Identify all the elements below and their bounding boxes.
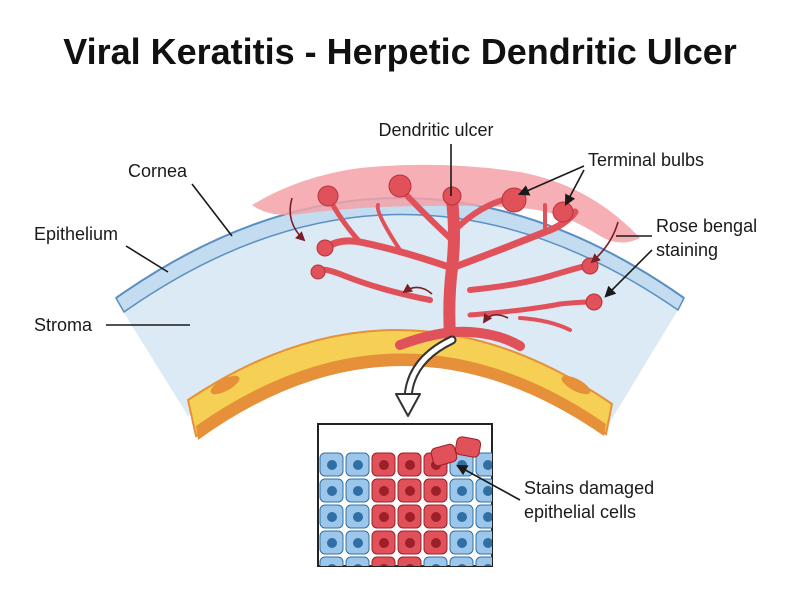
leader-rose-bengal-2 (604, 249, 653, 298)
label-rose-bengal-line1: Rose bengal (656, 216, 757, 236)
endothelium-orange-band (196, 353, 606, 440)
healthy-cell (449, 556, 474, 566)
healthy-cell-nucleus (328, 564, 336, 566)
healthy-cell-nucleus (353, 512, 363, 522)
healthy-cell-nucleus (457, 486, 467, 496)
damaged-cell-nucleus (379, 538, 389, 548)
damaged-cell-nucleus (405, 460, 415, 470)
label-stroma: Stroma (34, 315, 93, 335)
terminal-bulb (388, 174, 412, 198)
damaged-cell-nucleus (406, 564, 414, 566)
healthy-cell-nucleus (354, 564, 362, 566)
healthy-cell-nucleus (353, 538, 363, 548)
damaged-cell-nucleus (379, 512, 389, 522)
healthy-cell-nucleus (483, 486, 492, 496)
healthy-cell-nucleus (483, 460, 492, 470)
healthy-cell-nucleus (483, 538, 492, 548)
leader-stains (456, 464, 521, 501)
healthy-cell-nucleus (432, 564, 440, 566)
healthy-cell-nucleus (353, 486, 363, 496)
damaged-cell-nucleus (379, 486, 389, 496)
damaged-cell-nucleus (405, 486, 415, 496)
label-cornea: Cornea (128, 161, 188, 181)
endothelial-nucleus (210, 375, 240, 395)
healthy-cell-nucleus (327, 512, 337, 522)
label-terminal-bulbs: Terminal bulbs (588, 150, 704, 170)
terminal-bulb (501, 187, 527, 213)
damaged-cell-nucleus (405, 512, 415, 522)
terminal-bulb (442, 186, 462, 206)
healthy-cell-nucleus (458, 564, 466, 566)
healthy-cell-nucleus (327, 460, 337, 470)
healthy-cell-nucleus (327, 538, 337, 548)
terminal-bulb (581, 257, 599, 275)
healthy-cell-nucleus (483, 512, 492, 522)
terminal-bulbs (310, 174, 603, 311)
damaged-cell (397, 556, 422, 566)
healthy-cell (423, 556, 448, 566)
leader-terminal-bulbs-2 (564, 169, 585, 206)
damaged-cell-nucleus (431, 538, 441, 548)
damaged-cell-nucleus (431, 512, 441, 522)
label-stains-line1: Stains damaged (524, 478, 654, 498)
healthy-cell-nucleus (457, 512, 467, 522)
terminal-bulb (317, 185, 339, 207)
label-stains-line2: epithelial cells (524, 502, 636, 522)
leader-epithelium (125, 245, 169, 273)
leader-terminal-bulbs-1 (517, 165, 585, 196)
terminal-bulb (310, 264, 326, 280)
curved-arrow-icon (289, 197, 619, 324)
inset-epithelial-cells (317, 423, 493, 567)
endothelial-nucleus (561, 375, 591, 395)
damaged-cell-nucleus (380, 564, 388, 566)
cornea-section (115, 164, 685, 440)
healthy-cell-nucleus (484, 564, 492, 566)
sloughed-cell (454, 436, 482, 458)
damaged-cell-nucleus (405, 538, 415, 548)
label-epithelium: Epithelium (34, 224, 118, 244)
page-title: Viral Keratitis - Herpetic Dendritic Ulc… (63, 31, 737, 72)
healthy-cell (345, 556, 370, 566)
label-rose-bengal-line2: staining (656, 240, 718, 260)
leader-cornea (191, 183, 233, 237)
healthy-cell (319, 556, 344, 566)
healthy-cell-nucleus (457, 538, 467, 548)
healthy-cell-nucleus (327, 486, 337, 496)
damaged-cell-nucleus (379, 460, 389, 470)
healthy-cell (475, 556, 492, 566)
label-dendritic-ulcer: Dendritic ulcer (378, 120, 493, 140)
damaged-cell-nucleus (431, 486, 441, 496)
healthy-cell-nucleus (353, 460, 363, 470)
down-arrow-icon (395, 335, 457, 417)
terminal-bulb (552, 201, 574, 223)
damaged-cell (371, 556, 396, 566)
terminal-bulb (585, 293, 603, 311)
terminal-bulb (316, 239, 334, 257)
